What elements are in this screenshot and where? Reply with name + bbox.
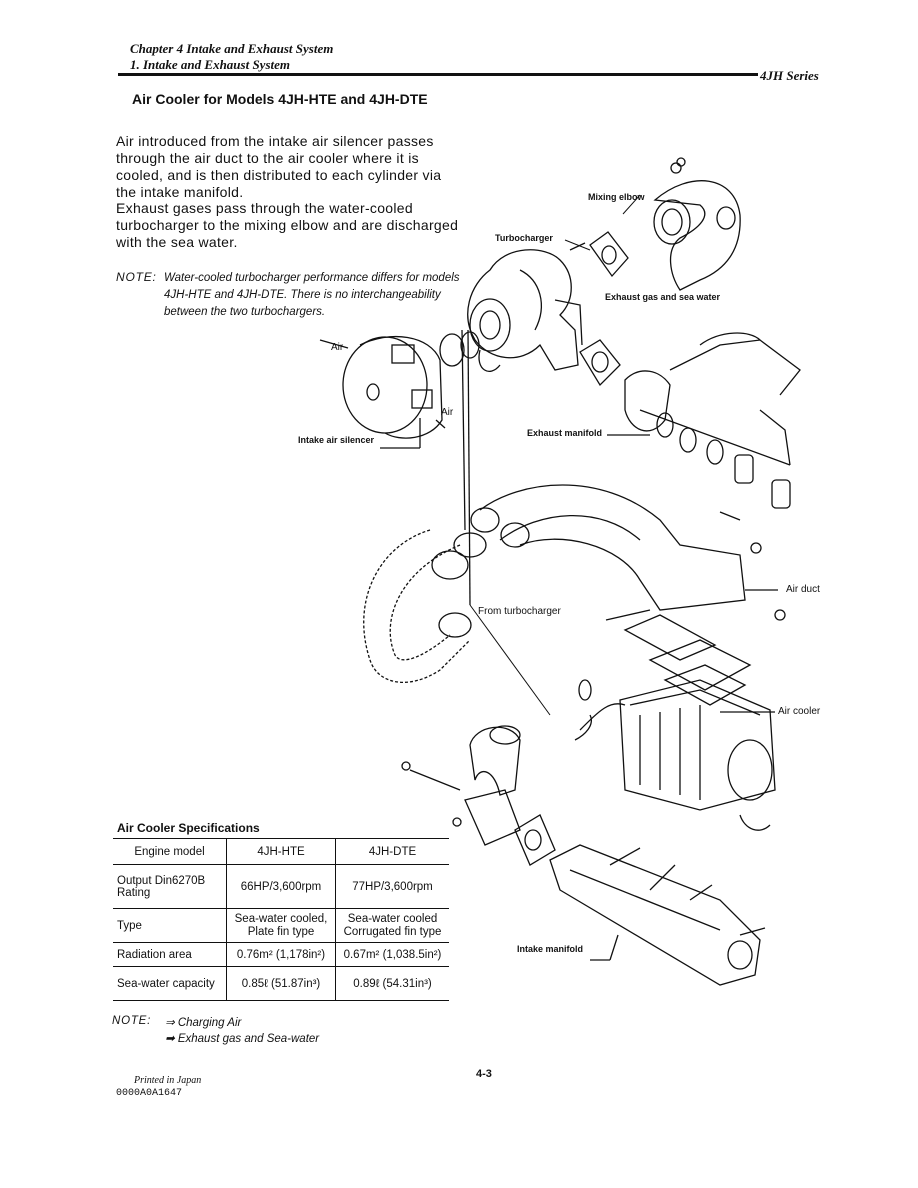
label-air-bottom: Air [441,407,454,418]
spec-row-capacity-label: Sea-water capacity [113,966,227,1001]
body-paragraph-1: Air introduced from the intake air silen… [116,133,442,200]
spec-row-output-hte: 66HP/3,600rpm [226,864,336,909]
spec-row-type-label: Type [113,908,227,943]
intake-gasket [514,814,556,866]
label-exhaust-gas: Exhaust gas and sea water [605,292,721,302]
note-text: Water-cooled turbocharger performance di… [164,272,460,318]
spec-table: Engine model 4JH-HTE 4JH-DTE Output Din6… [113,838,449,1001]
page-number: 4-3 [476,1068,492,1080]
spec-row-type-dte: Sea-water cooled Corrugated fin type [335,908,449,943]
legend-label: NOTE: [112,1015,152,1027]
spec-row-capacity-dte: 0.89ℓ (54.31in³) [335,966,449,1001]
footer-code: 0000A0A1647 [116,1088,183,1099]
section-heading: 1. Intake and Exhaust System [130,57,291,72]
duct-gasket [623,614,717,661]
legend-charging-air: ⇒ Charging Air [165,1017,242,1029]
intake-manifold-drawing [549,844,766,986]
chapter-heading: Chapter 4 Intake and Exhaust System [130,41,334,56]
body-paragraph-2: Exhaust gases pass through the water-coo… [116,200,459,250]
label-exhaust-manifold: Exhaust manifold [527,428,603,438]
footer-printed: Printed in Japan [134,1075,202,1086]
turbo-clamp [439,333,465,367]
intake-hose-drawing [363,329,487,683]
label-air-duct: Air duct [786,584,820,595]
exhaust-manifold-drawing [607,332,801,509]
turbocharger-drawing [467,242,586,372]
note-label: NOTE: [116,270,157,284]
spec-row-radiation-label: Radiation area [113,942,227,967]
label-mixing-elbow: Mixing elbow [588,192,645,202]
intake-silencer-drawing [319,335,446,449]
spec-row-output-dte: 77HP/3,600rpm [335,864,449,909]
mixing-elbow-drawing [653,157,741,291]
label-air-top: Air [331,342,344,353]
spec-row-capacity-hte: 0.85ℓ (51.87in³) [226,966,336,1001]
series-label: 4JH Series [760,68,819,83]
elbow-pipe-drawing [401,725,521,846]
air-cooler-drawing [574,679,776,831]
label-from-turbocharger: From turbocharger [478,606,561,617]
label-intake-silencer: Intake air silencer [298,435,375,445]
header-rule [118,73,758,76]
label-turbocharger: Turbocharger [495,233,553,243]
spec-row-radiation-dte: 0.67m² (1,038.5in²) [335,942,449,967]
spec-row-radiation-hte: 0.76m² (1,178in²) [226,942,336,967]
label-air-cooler: Air cooler [778,706,821,717]
air-duct-drawing [470,484,786,621]
spec-header-dte: 4JH-DTE [335,838,449,865]
page-title: Air Cooler for Models 4JH-HTE and 4JH-DT… [132,91,428,107]
elbow-gasket [589,231,629,278]
spec-row-type-hte: Sea-water cooled, Plate fin type [226,908,336,943]
spec-row-output-label: Output Din6270B Rating [113,864,227,909]
spec-table-title: Air Cooler Specifications [117,821,260,835]
exhaust-gasket [579,339,621,387]
spec-header-engine: Engine model [113,838,227,865]
legend-exhaust: ➡ Exhaust gas and Sea-water [165,1033,320,1045]
label-intake-manifold: Intake manifold [517,944,584,954]
spec-header-hte: 4JH-HTE [226,838,336,865]
